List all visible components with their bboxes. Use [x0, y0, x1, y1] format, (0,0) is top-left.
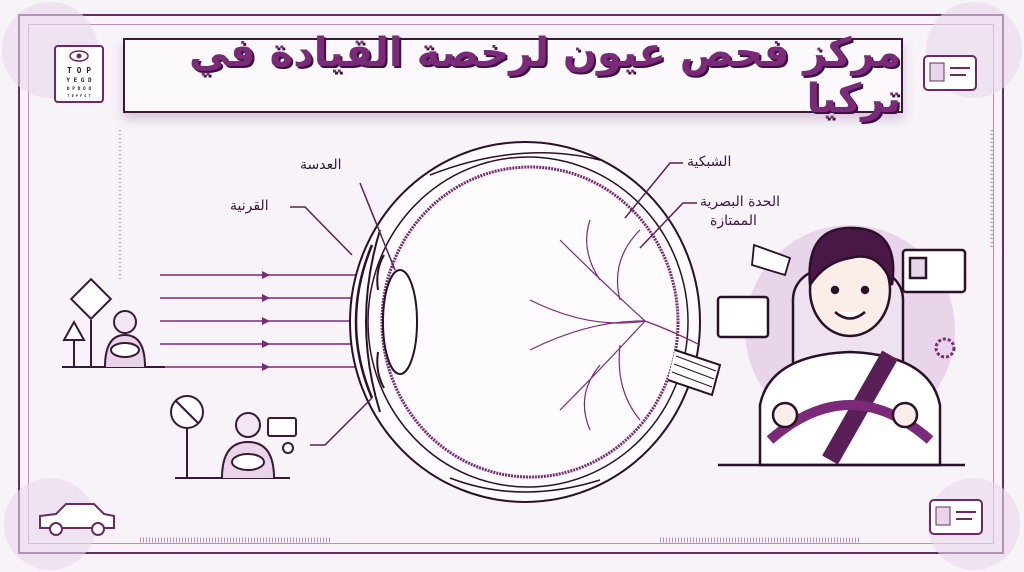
eye-chart-row: T O P: [67, 66, 91, 75]
eye-chart-row: Y E G D: [66, 77, 92, 84]
inner-frame: [28, 24, 994, 544]
label-cornea: القرنية: [230, 198, 269, 214]
driver-road-sign-illustration: [62, 277, 165, 368]
title-banner: مركز فحص عيون لرخصة القيادة في تركيا: [123, 30, 903, 122]
retina-vessels: [529, 219, 701, 431]
eye-diagram: [349, 141, 722, 503]
outer-frame: [18, 14, 1004, 554]
eye-chart-row: O P D O O: [67, 86, 92, 92]
label-retina: الشبكية: [687, 154, 732, 170]
label-visual-acuity-1: الحدة البصرية: [700, 194, 780, 210]
happy-driver-illustration: [716, 225, 967, 467]
label-lens: العدسة: [300, 157, 342, 173]
label-visual-acuity-2: الممتازة: [710, 213, 757, 229]
driver-no-entry-illustration: [170, 395, 297, 479]
page-title: مركز فحص عيون لرخصة القيادة في تركيا: [189, 29, 901, 122]
eye-chart-row: T E P F S T: [67, 94, 90, 98]
leader-lines: [290, 162, 697, 446]
license-card-icon: [929, 499, 983, 535]
eye-chart-icon: [54, 45, 104, 103]
car-icon: [39, 503, 115, 536]
license-card-icon: [923, 55, 977, 91]
